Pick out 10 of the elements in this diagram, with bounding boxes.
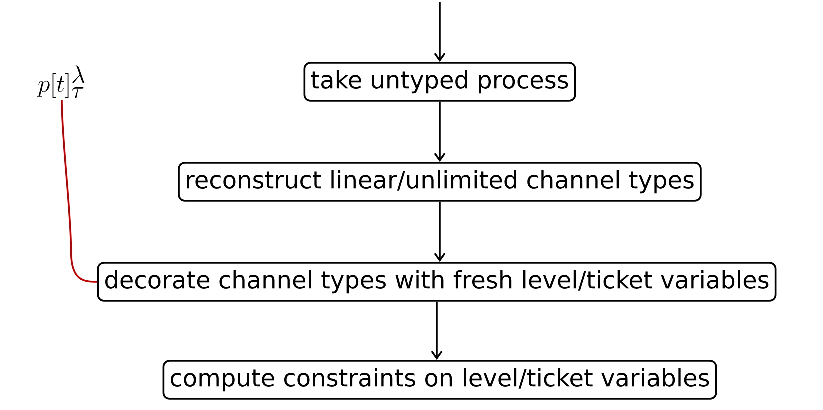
process-box: reconstruct linear/unlimited channel types	[178, 162, 702, 202]
process-box: compute constraints on level/ticket variables	[162, 360, 718, 400]
leader-line	[61, 100, 98, 283]
arrow	[434, 202, 446, 262]
process-box: decorate channel types with fresh level/ticket variables	[97, 262, 777, 302]
process-box: take untyped process	[304, 62, 576, 102]
arrow	[434, 102, 446, 162]
arrow	[431, 302, 443, 360]
formula-label: $p[t]^{\lambda}_{\tau}$	[37, 66, 85, 98]
arrow	[434, 2, 446, 62]
